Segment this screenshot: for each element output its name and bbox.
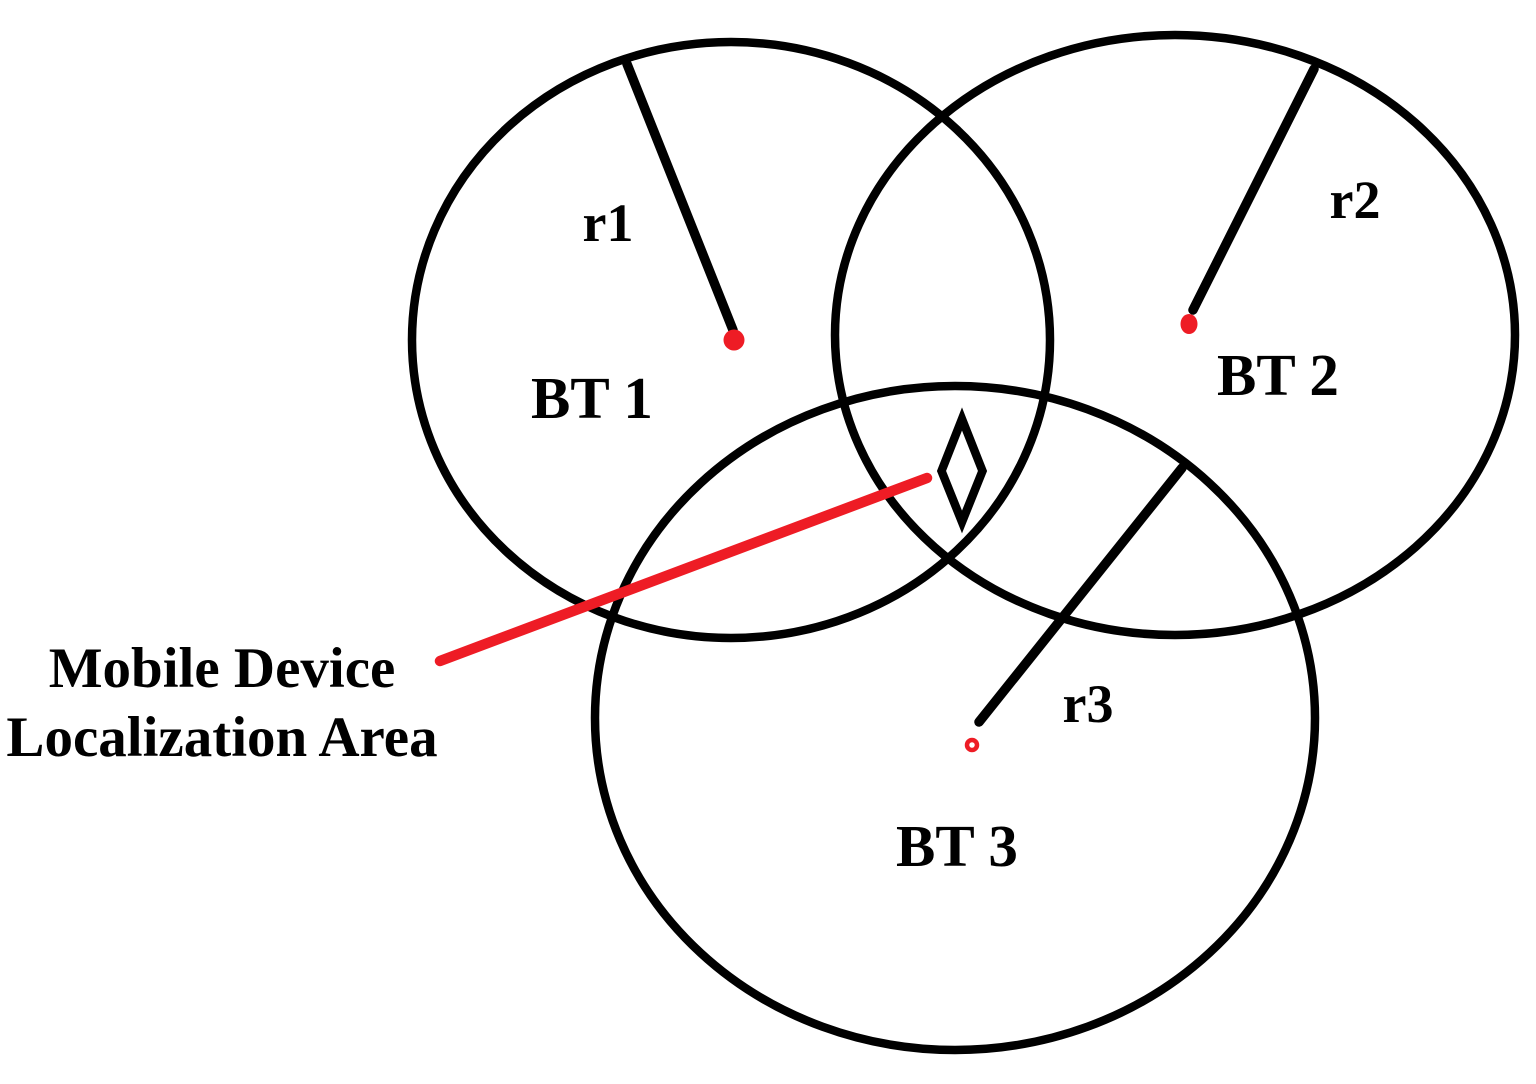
- bt3-label: BT 3: [896, 813, 1018, 879]
- r3-label: r3: [1063, 674, 1114, 734]
- bt2-center-dot: [1180, 314, 1198, 334]
- bt1-radius-line: [622, 59, 738, 335]
- bt2-label: BT 2: [1217, 342, 1339, 408]
- annotation-line-2: Localization Area: [6, 706, 437, 769]
- bt1-coverage-circle: [407, 37, 1055, 643]
- bt2-coverage-circle: [830, 30, 1520, 640]
- bt3-radius-line: [974, 463, 1187, 727]
- bt3-center-dot: [964, 737, 980, 753]
- localization-area-diamond: [936, 407, 988, 534]
- bt1-label: BT 1: [531, 365, 653, 431]
- annotation-line-1: Mobile Device: [49, 637, 396, 700]
- bt2-radius-line: [1188, 64, 1319, 315]
- localization-pointer-line: [434, 472, 933, 667]
- r2-label: r2: [1330, 170, 1381, 230]
- bt1-center-dot: [723, 329, 745, 351]
- bt3-coverage-circle: [590, 381, 1320, 1055]
- r1-label: r1: [583, 193, 634, 253]
